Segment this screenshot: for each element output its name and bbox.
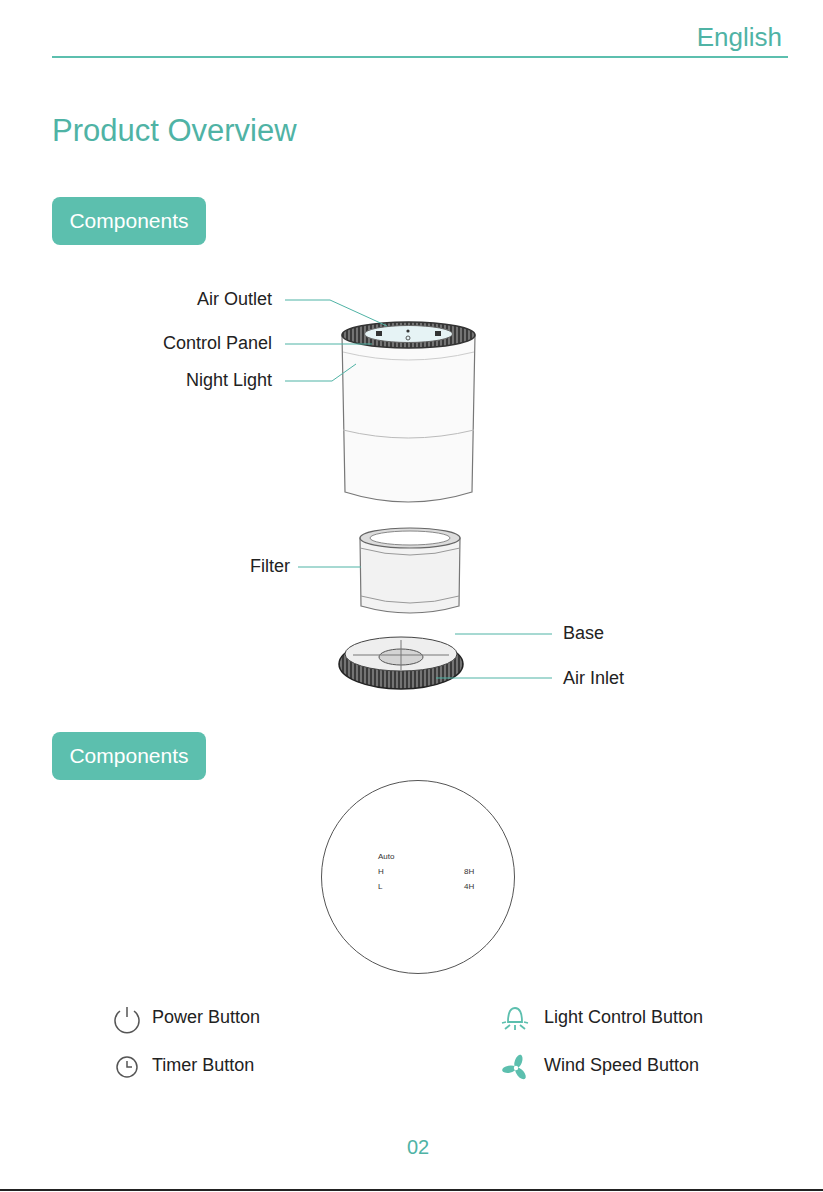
- section-heading: Components: [69, 209, 188, 233]
- section-pill: Components: [52, 732, 206, 780]
- part-label: Base: [563, 623, 604, 644]
- drawing-path: [508, 1008, 522, 1022]
- drawing-circle: [406, 336, 410, 340]
- purifier-body: [342, 322, 475, 502]
- drawing-path: [360, 538, 460, 613]
- section-pill: Components: [52, 197, 206, 245]
- section-heading: Components: [69, 744, 188, 768]
- drawing-rect: [376, 331, 382, 336]
- drawing-ellipse: [513, 1054, 525, 1070]
- part-label: Control Panel: [163, 333, 272, 354]
- button-label: Light Control Button: [544, 1007, 703, 1028]
- indicator-label: L: [378, 882, 382, 891]
- part-label: Night Light: [186, 370, 272, 391]
- drawing-rect: [435, 331, 441, 336]
- drawing-path: [127, 1061, 132, 1067]
- drawing-path: [361, 596, 459, 603]
- drawing-line: [285, 344, 372, 345]
- drawing-ellipse: [345, 637, 457, 671]
- drawing-line: [514, 1025, 516, 1030]
- timer-icon: [117, 1057, 137, 1077]
- button-label: Wind Speed Button: [544, 1055, 699, 1076]
- drawing-ellipse: [360, 528, 460, 548]
- indicator-label: Auto: [378, 852, 394, 861]
- page-title: Product Overview: [52, 113, 297, 149]
- drawing-ellipse: [513, 1066, 528, 1081]
- drawing-line: [524, 1022, 528, 1023]
- drawing-circle: [117, 1057, 137, 1077]
- part-label: Air Inlet: [563, 668, 624, 689]
- drawing-circle: [514, 1066, 518, 1070]
- leader-lines: [285, 300, 552, 678]
- drawing-line: [505, 1025, 510, 1029]
- page-number: 02: [407, 1136, 429, 1159]
- language-label: English: [697, 22, 782, 53]
- drawing-line: [520, 1025, 525, 1029]
- button-label: Timer Button: [152, 1055, 254, 1076]
- drawing-line: [298, 567, 361, 568]
- filter-drawing: [360, 528, 460, 613]
- header-rule: [52, 56, 788, 58]
- drawing-path: [343, 430, 474, 438]
- part-label: Air Outlet: [197, 289, 272, 310]
- drawing-polyline: [285, 300, 387, 326]
- indicator-label: 4H: [464, 882, 474, 891]
- part-label: Filter: [250, 556, 290, 577]
- button-label: Power Button: [152, 1007, 260, 1028]
- indicator-label: H: [378, 867, 384, 876]
- drawing-line: [436, 678, 552, 679]
- legend-icons: [115, 1007, 528, 1081]
- drawing-ellipse: [365, 326, 453, 343]
- power-icon: [115, 1007, 139, 1033]
- drawing-path: [360, 548, 460, 555]
- drawing-path: [342, 335, 475, 502]
- bottom-rule: [0, 1189, 823, 1191]
- indicator-label: 8H: [464, 867, 474, 876]
- drawing-line: [401, 640, 402, 670]
- drawing-path: [343, 352, 474, 360]
- drawing-polyline: [285, 364, 356, 381]
- drawing-line: [455, 634, 552, 635]
- control-panel-face: AutoHL 8H 4H: [321, 780, 515, 974]
- drawing-line: [502, 1022, 506, 1023]
- light-icon: [502, 1008, 528, 1030]
- fan-icon: [502, 1054, 528, 1081]
- drawing-line: [126, 1007, 128, 1017]
- base-drawing: [339, 637, 463, 689]
- drawing-ellipse: [370, 531, 450, 545]
- drawing-circle: [406, 329, 409, 332]
